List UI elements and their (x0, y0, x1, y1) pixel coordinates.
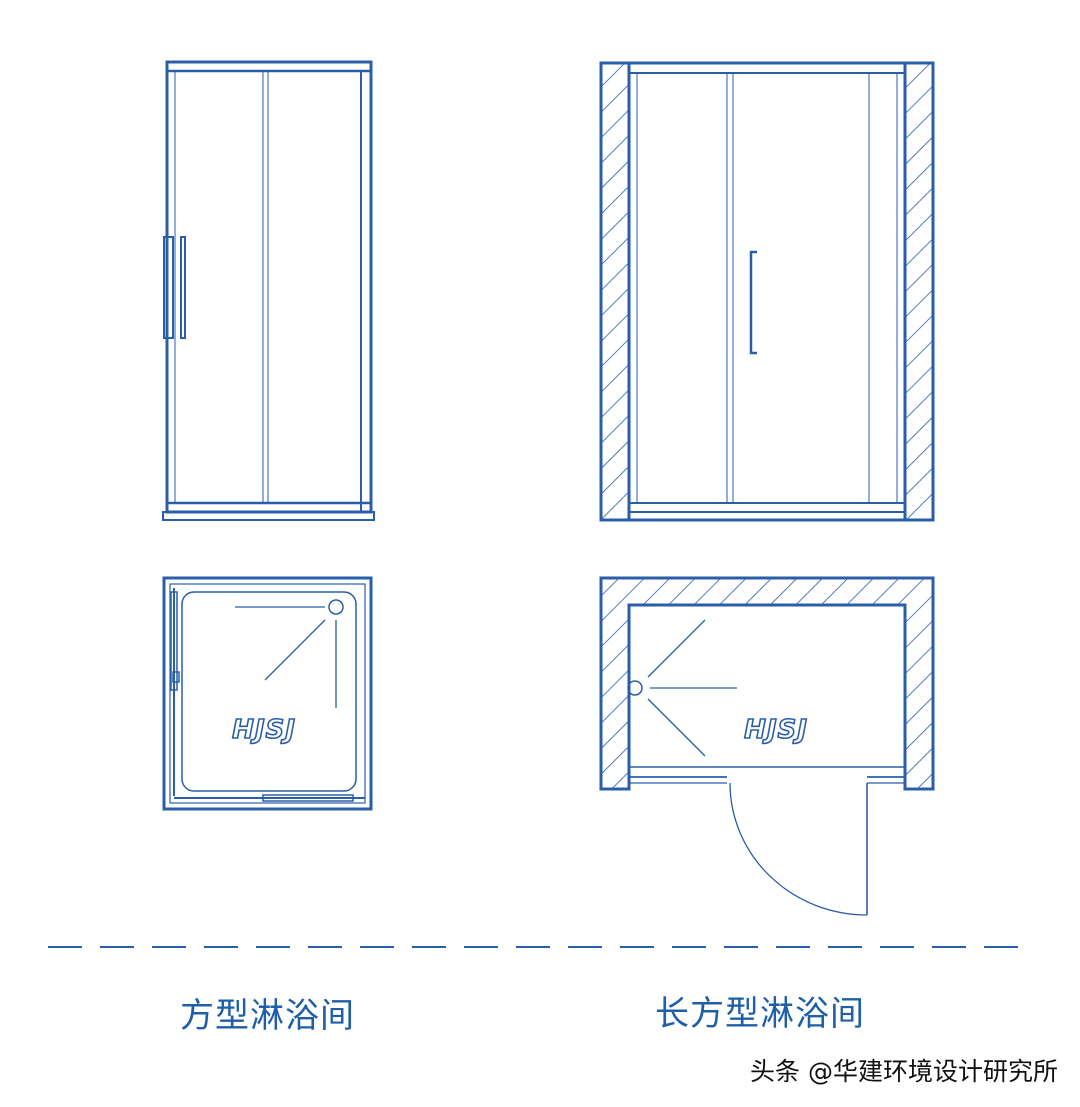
caption-square-shower: 方型淋浴间 (180, 996, 355, 1036)
rect-plan-slope-upper (647, 619, 706, 678)
rect-shower-elevation (599, 61, 935, 522)
square-shower-plan: HJSJ (162, 576, 373, 811)
square-plan-tray (181, 591, 357, 792)
rect-elevation-left-wall (599, 61, 631, 522)
square-elevation-handle-right (180, 236, 186, 339)
square-plan-bottom-handle (262, 794, 354, 802)
rect-elevation-handle (749, 250, 757, 355)
rect-elevation-right-wall (903, 61, 935, 522)
source-watermark: 头条 @华建环境设计研究所 (750, 1057, 1058, 1086)
rect-elevation-frame (627, 61, 907, 522)
square-elevation-outer-frame (165, 60, 373, 514)
square-elevation-tray-base (162, 511, 375, 521)
rect-plan-logo: HJSJ (744, 715, 808, 745)
rect-shower-plan: HJSJ (599, 576, 935, 916)
square-elevation-handle-left (163, 236, 174, 339)
square-shower-elevation (162, 60, 375, 521)
square-plan-outer (162, 576, 373, 811)
square-plan-handle-knob (172, 671, 180, 683)
square-plan-slope-diagonal (264, 619, 326, 681)
rect-plan-walls (599, 576, 935, 791)
rect-plan-drain (627, 680, 643, 696)
square-plan-inner-frame (169, 583, 366, 804)
caption-rect-shower: 长方型淋浴间 (655, 994, 865, 1034)
square-plan-logo: HJSJ (232, 715, 296, 745)
square-plan-left-handle (170, 591, 178, 691)
rect-plan-slope-lower (647, 698, 706, 757)
rect-plan-door-swing-arc (729, 782, 868, 916)
square-plan-drain (328, 599, 344, 615)
